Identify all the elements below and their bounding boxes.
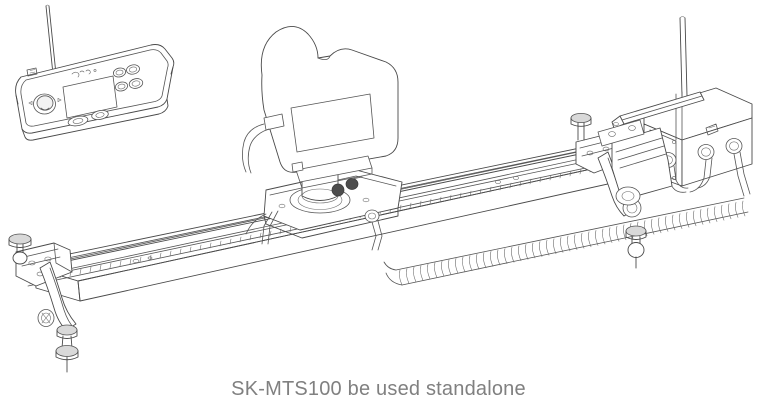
rail-holes (132, 176, 519, 263)
button-6 (91, 109, 109, 121)
port-left (245, 210, 279, 245)
joystick (28, 93, 62, 115)
button-5 (67, 115, 89, 127)
button-4 (128, 78, 144, 89)
figure-caption: SK-MTS100 be used standalone (231, 378, 526, 400)
knob-left-top (8, 233, 32, 265)
knob-left-foot (55, 324, 79, 373)
remote-port (26, 67, 38, 77)
left-support-leg (8, 233, 79, 373)
knob-right-foot (625, 225, 647, 269)
knob-right-top (570, 113, 592, 141)
button-3 (114, 81, 129, 92)
connector-c (725, 138, 751, 197)
receiver-antenna (679, 16, 688, 97)
shutter-release-cable (242, 113, 304, 174)
remote-controller (15, 4, 175, 141)
button-1 (112, 67, 127, 78)
motor-control-box (597, 16, 753, 206)
coiled-spiral-cable (383, 197, 749, 286)
connector-b (689, 144, 715, 193)
camera-rear-screen (290, 93, 375, 153)
button-2 (126, 64, 140, 75)
leg-joint-left (37, 309, 55, 327)
button-group-bottom (67, 109, 109, 127)
port-right (364, 209, 383, 251)
brand-logo (71, 69, 97, 78)
lcd-screen (62, 75, 118, 119)
button-group-right (112, 64, 144, 92)
dslr-camera (242, 26, 399, 189)
drive-motor (611, 127, 673, 206)
